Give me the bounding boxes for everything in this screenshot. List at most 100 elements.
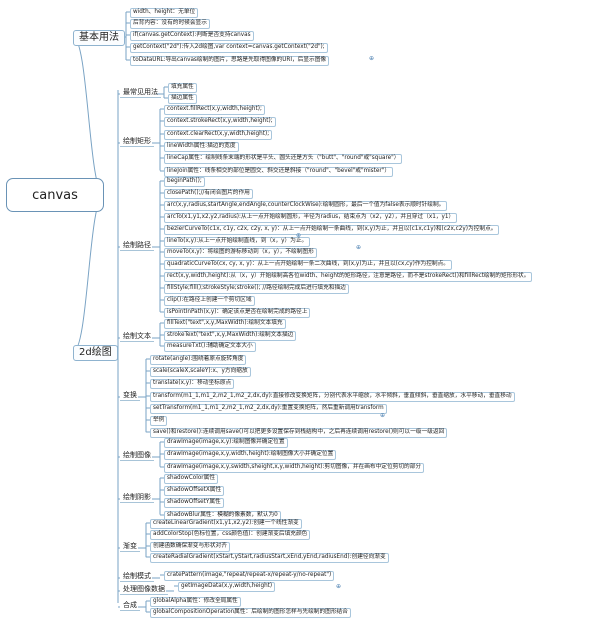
leaf-text: beginPath(); xyxy=(167,178,202,184)
transform-item[interactable]: translate(x,y)：移动坐标原点 xyxy=(150,379,235,389)
leaf-text: context.strokeRect(x,y,width,height); xyxy=(167,118,273,124)
group-label: 渐变 xyxy=(123,542,137,550)
leaf-text: fillStyle;fill();strokeStyle;stroke(); /… xyxy=(167,285,346,291)
rect-item[interactable]: context.strokeRect(x,y,width,height); xyxy=(164,117,276,127)
branch-basic-usage[interactable]: 基本用法 xyxy=(73,30,125,46)
group-label: 变换 xyxy=(123,391,137,399)
leaf-text: rect(x,y,width,height):从（x，y）开始绘制高各位widt… xyxy=(167,273,530,279)
pattern-item[interactable]: cratePattern(image,"repeat/repeat-x/repe… xyxy=(164,571,335,581)
transform-item[interactable]: setTransform(m1_1,m1_2,m2_1,m2_2,dx,dy):… xyxy=(150,404,387,414)
path-item[interactable]: moveTo(x,y)：将绘图的游标移动到（x，y），不绘制图形 xyxy=(164,248,317,258)
transform-item[interactable]: transform(m1_1,m1_2,m2_1,m2_2,dx,dy):直接修… xyxy=(150,392,515,402)
leaf-text: closePath();//有闭合图片的作用 xyxy=(167,190,250,196)
text-item[interactable]: fillText("text",x,y,MaxWidth):绘制文本填充 xyxy=(164,319,286,329)
group-transform[interactable]: 变换 xyxy=(120,391,140,401)
path-item[interactable]: bezierCurveTo(c1x, c1y, c2x, c2y, x, y)：… xyxy=(164,225,500,235)
text-item[interactable]: measureTxt():辅助确定文本大小 xyxy=(164,342,256,352)
group-label: 合成 xyxy=(123,601,137,609)
basic-item[interactable]: getContext("2d"):传入2d绘图,var context=canv… xyxy=(130,43,328,53)
path-item[interactable]: quadraticCurveTo(cx, cy, x, y)：从上一点开始绘制一… xyxy=(164,260,452,270)
leaf-text: drawImage(image,x,y,width,height):绘制图像大小… xyxy=(167,451,334,457)
gradient-item[interactable]: createLinearGradient(x1,y1,x2,y2):创建一个线性… xyxy=(150,519,302,529)
leaf-text: createLinearGradient(x1,y1,x2,y2):创建一个线性… xyxy=(153,520,299,526)
gradient-item[interactable]: 创建函数确保渐变与形状对齐 xyxy=(150,542,230,552)
path-item[interactable]: arcTo(x1,y1,x2,y2,radius):从上一点开始绘制圆形，半径为… xyxy=(164,213,458,223)
image-item[interactable]: drawImage(image,x,y,swidth,sheight,x,y,w… xyxy=(164,463,425,473)
image-item[interactable]: drawImage(image,x,y,width,height):绘制图像大小… xyxy=(164,450,337,460)
path-item[interactable]: beginPath(); xyxy=(164,177,205,187)
leaf-text: arcTo(x1,y1,x2,y2,radius):从上一点开始绘制圆形，半径为… xyxy=(167,214,455,220)
group-shadow[interactable]: 绘制阴影 xyxy=(120,493,154,503)
leaf-text: moveTo(x,y)：将绘图的游标移动到（x，y），不绘制图形 xyxy=(167,249,314,255)
transform-item[interactable]: rotate(angle):围绕着原点旋转角度 xyxy=(150,355,247,365)
leaf-text: shadowOffsetY属性 xyxy=(167,499,221,505)
leaf-text: context.clearRect(x,y,width,height); xyxy=(167,131,270,137)
path-item[interactable]: closePath();//有闭合图片的作用 xyxy=(164,189,253,199)
group-path[interactable]: 绘制路径 xyxy=(120,241,154,251)
leaf-text: lineWidth属性:描边的宽度 xyxy=(167,143,236,149)
leaf-text: 填充属性 xyxy=(171,84,194,90)
group-image[interactable]: 绘制图像 xyxy=(120,451,154,461)
transform-item[interactable]: scale(scaleX,scaleY):x、y方向缩放 xyxy=(150,367,251,377)
path-item[interactable]: fillStyle;fill();strokeStyle;stroke(); /… xyxy=(164,284,349,294)
expand-icon[interactable]: ⊕ xyxy=(380,412,386,419)
transform-item[interactable]: 举例 xyxy=(150,416,168,426)
rect-item[interactable]: lineCap属性：绘制线条末端的形状是平头、圆头还是方头（"butt"、"ro… xyxy=(164,154,403,164)
path-item[interactable]: clip():在路径上创建一个剪切区域 xyxy=(164,296,255,306)
group-label: 绘制图像 xyxy=(123,451,151,459)
composite-item[interactable]: globalAlpha属性：修改全局属性 xyxy=(150,597,241,607)
group-text[interactable]: 绘制文本 xyxy=(120,332,154,342)
leaf-text: shadowOffsetX属性 xyxy=(167,487,222,493)
expand-icon[interactable]: ⊕ xyxy=(369,55,375,62)
group-label: 处理图像数据 xyxy=(123,585,165,593)
branch-label: 2d绘图 xyxy=(79,347,112,358)
expand-icon[interactable]: ⊕ xyxy=(296,232,302,239)
gradient-item[interactable]: addColorStop(色标位置，css颜色值)：创建渐变后填充颜色 xyxy=(150,530,311,540)
rect-item[interactable]: context.clearRect(x,y,width,height); xyxy=(164,130,273,140)
imagedata-item[interactable]: getImageData(x,y,width,height) xyxy=(178,582,276,592)
leaf-text: strokeText("text",x,y,MaxWidth):绘制文本描边 xyxy=(167,332,294,338)
composite-item[interactable]: globalCompositionOperation属性：后绘制的图形怎样与先绘… xyxy=(150,608,351,618)
path-item[interactable]: arc(x,y,radius,startAngle,endAngle,count… xyxy=(164,201,448,211)
basic-item[interactable]: width、height：无单位 xyxy=(130,8,199,18)
leaf-text: bezierCurveTo(c1x, c1y, c2x, c2y, x, y)：… xyxy=(167,226,497,232)
root-node[interactable]: canvas xyxy=(6,178,104,212)
basic-item[interactable]: toDataURL:导出canvas绘制的图片，思路是先取得图像的URI，后显示… xyxy=(130,56,330,66)
expand-icon[interactable]: ⊕ xyxy=(356,244,362,251)
rect-item[interactable]: lineWidth属性:描边的宽度 xyxy=(164,142,239,152)
expand-icon[interactable]: ⊕ xyxy=(336,583,342,590)
group-fillstroke[interactable]: 最常见用法 xyxy=(120,88,161,98)
branch-2d-drawing[interactable]: 2d绘图 xyxy=(73,345,118,361)
group-rect[interactable]: 绘制矩形 xyxy=(120,137,154,147)
group-label: 最常见用法 xyxy=(123,88,158,96)
path-item[interactable]: isPointInPath(x,y)：确定该点是否在绘制完成的路径上 xyxy=(164,308,311,318)
group-gradient[interactable]: 渐变 xyxy=(120,542,140,552)
transform-item[interactable]: save()和restore():连续调用save()可以把更多设置保存到栈结构… xyxy=(150,428,448,438)
text-item[interactable]: strokeText("text",x,y,MaxWidth):绘制文本描边 xyxy=(164,331,297,341)
path-item[interactable]: lineTo(x,y):从上一点开始绘制直线，到（x，y）为止。 xyxy=(164,237,311,247)
basic-item[interactable]: if(canvas.getContext):判断是否支持canvas xyxy=(130,31,254,41)
path-item[interactable]: rect(x,y,width,height):从（x，y）开始绘制高各位widt… xyxy=(164,272,533,282)
shadow-item[interactable]: shadowOffsetY属性 xyxy=(164,498,224,508)
leaf-text: addColorStop(色标位置，css颜色值)：创建渐变后填充颜色 xyxy=(153,531,308,537)
leaf-text: createRadialGradient(xStart,yStart,radiu… xyxy=(153,554,386,560)
basic-item[interactable]: 后背内容：没有的时候会显示 xyxy=(130,19,210,29)
fillstroke-item[interactable]: 填充属性 xyxy=(168,83,197,93)
group-composite[interactable]: 合成 xyxy=(120,601,140,611)
leaf-text: translate(x,y)：移动坐标原点 xyxy=(153,380,232,386)
fillstroke-item[interactable]: 描边属性 xyxy=(168,94,197,104)
group-pattern[interactable]: 绘制模式 xyxy=(120,572,154,582)
shadow-item[interactable]: shadowColor属性 xyxy=(164,474,219,484)
leaf-text: 描边属性 xyxy=(171,95,194,101)
image-item[interactable]: drawImage(image,x,y):绘制图像并确定位置 xyxy=(164,438,288,448)
leaf-text: fillText("text",x,y,MaxWidth):绘制文本填充 xyxy=(167,320,283,326)
group-imagedata[interactable]: 处理图像数据 xyxy=(120,585,168,595)
leaf-text: cratePattern(image,"repeat/repeat-x/repe… xyxy=(167,572,332,578)
shadow-item[interactable]: shadowOffsetX属性 xyxy=(164,486,225,496)
gradient-item[interactable]: createRadialGradient(xStart,yStart,radiu… xyxy=(150,553,389,563)
group-label: 绘制模式 xyxy=(123,572,151,580)
leaf-text: rotate(angle):围绕着原点旋转角度 xyxy=(153,356,244,362)
rect-item[interactable]: context.fillRect(x,y,width,height); xyxy=(164,105,265,115)
group-label: 绘制文本 xyxy=(123,332,151,340)
rect-item[interactable]: lineJoin属性：线条相交的部位是圆交、斜交还是斜接（"round"、"be… xyxy=(164,167,394,177)
